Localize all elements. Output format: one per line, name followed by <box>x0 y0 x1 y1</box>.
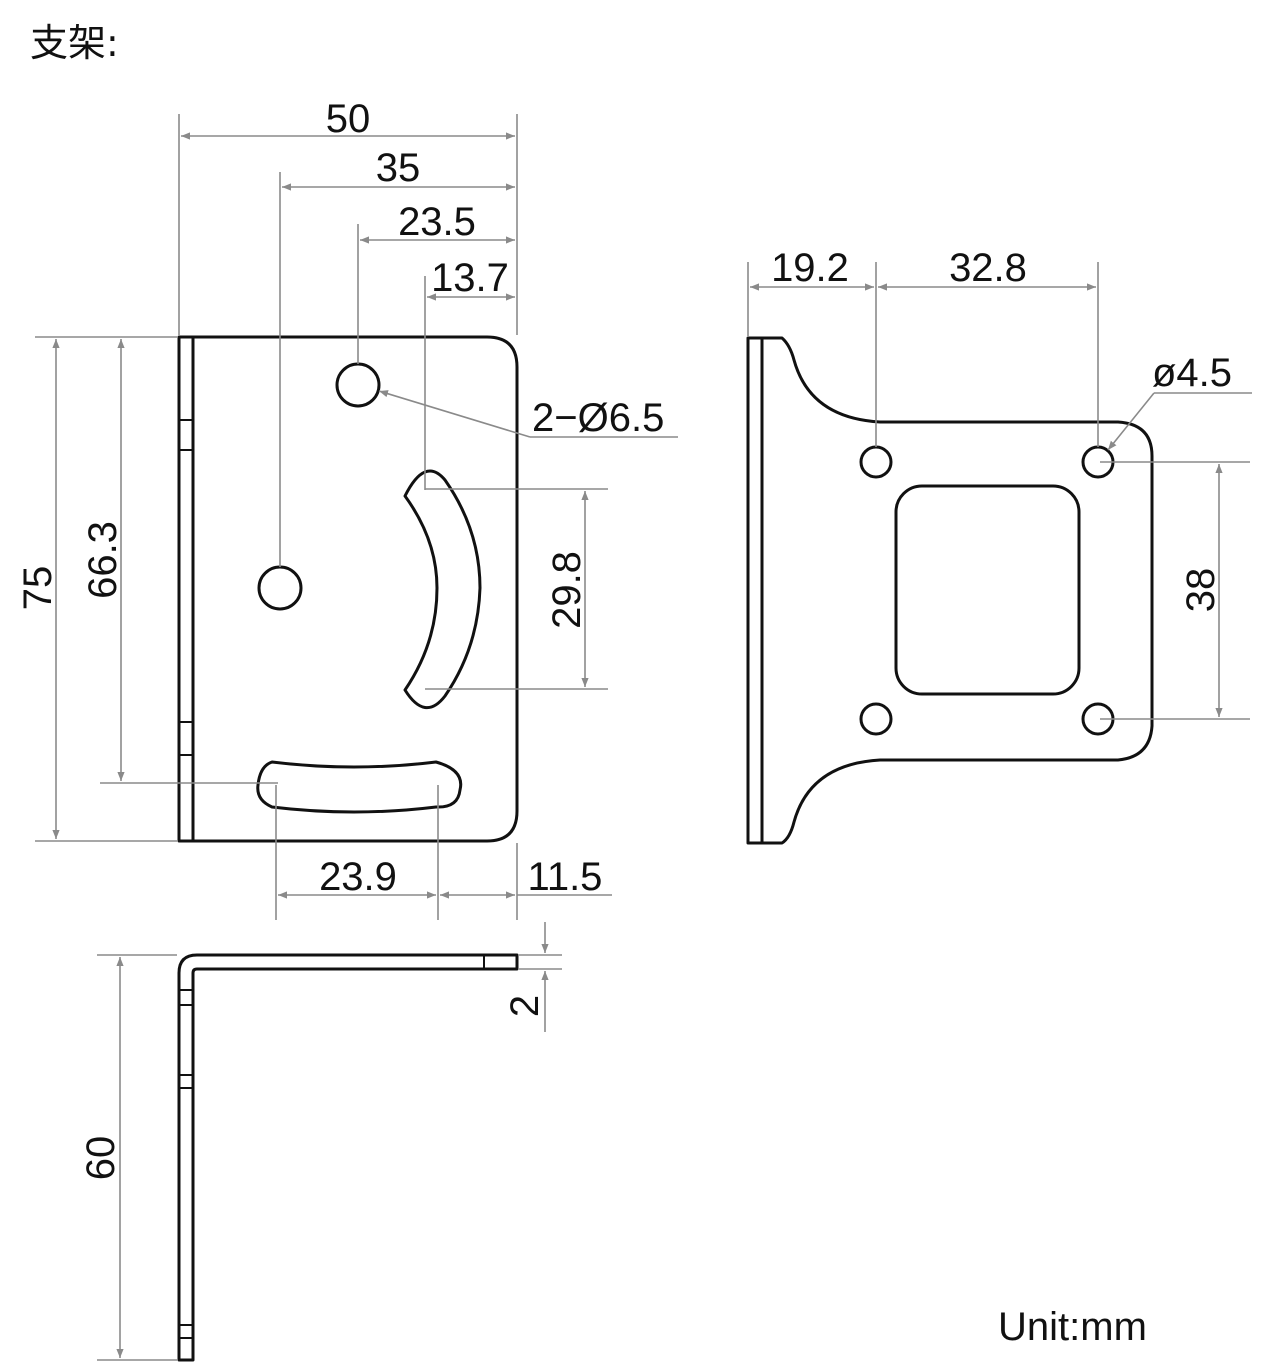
dim-width-13-7: 13.7 <box>431 256 509 300</box>
drawing-title: 支架: <box>30 21 119 65</box>
front-plate-outline <box>193 335 519 843</box>
dim-width-32-8: 32.8 <box>949 246 1027 290</box>
dim-height-75: 75 <box>16 566 60 611</box>
dim-width-23-5: 23.5 <box>398 200 476 244</box>
front-view: 50 35 23.5 13.7 2−Ø6.5 75 66.3 29.8 23.9… <box>16 97 678 920</box>
dim-width-50: 50 <box>326 97 371 141</box>
dim-hole-diameter: ø4.5 <box>1152 351 1232 395</box>
mounting-hole-lower <box>257 565 303 611</box>
dim-hole-callout: 2−Ø6.5 <box>532 396 664 440</box>
dim-width-35: 35 <box>376 146 421 190</box>
unit-note: Unit:mm <box>998 1305 1147 1349</box>
flange-hole-bl <box>859 702 893 736</box>
dim-thickness-2: 2 <box>503 995 547 1017</box>
dim-height-60: 60 <box>79 1136 123 1181</box>
flange-hole-tl <box>859 445 893 479</box>
dim-height-66-3: 66.3 <box>81 521 125 599</box>
curved-slot-horizontal <box>256 760 463 814</box>
dim-width-23-9: 23.9 <box>319 855 397 899</box>
dim-height-38: 38 <box>1179 568 1223 613</box>
dim-width-19-2: 19.2 <box>771 246 849 290</box>
l-profile-outline <box>177 953 519 1362</box>
dim-height-29-8: 29.8 <box>545 551 589 629</box>
side-view: 2 60 <box>79 922 562 1362</box>
curved-slot-vertical <box>403 469 482 709</box>
dim-width-11-5: 11.5 <box>528 855 603 899</box>
plan-view: 19.2 32.8 ø4.5 38 <box>746 246 1252 845</box>
mounting-hole-upper <box>335 362 381 408</box>
flange-base-edge <box>746 336 764 845</box>
center-square-cutout <box>894 484 1081 696</box>
front-bend-strip <box>177 335 195 843</box>
flange-outline <box>762 336 1154 845</box>
